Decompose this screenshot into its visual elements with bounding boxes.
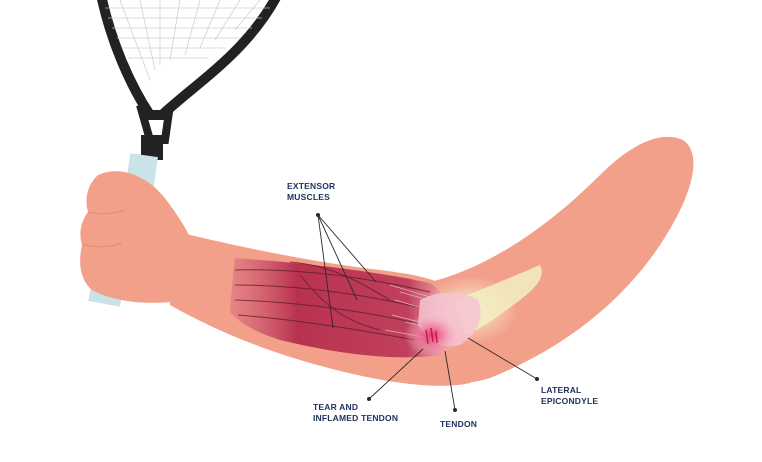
knuckle-lines <box>82 209 126 248</box>
tear-marks <box>425 327 438 345</box>
tendon-label: TENDON <box>440 419 477 430</box>
tear-label-line2: INFLAMED TENDON <box>313 413 399 423</box>
extensor-label-line1: EXTENSOR <box>287 181 336 191</box>
tendon-label-line1: TENDON <box>440 419 478 429</box>
tear-label-line1: TEAR AND <box>313 402 359 412</box>
epicondyle-label-line2: EPICONDYLE <box>541 396 599 406</box>
tennis-racket-icon <box>88 0 281 307</box>
leader-dots <box>316 213 539 412</box>
fist <box>80 171 202 303</box>
extensor-muscles-label: EXTENSOR MUSCLES <box>287 181 335 203</box>
leader-lines <box>317 214 538 411</box>
tear-label: TEAR AND INFLAMED TENDON <box>313 402 398 424</box>
epicondyle-label-line1: LATERAL <box>541 385 582 395</box>
epicondyle-label: LATERAL EPICONDYLE <box>541 385 598 407</box>
extensor-label-line2: MUSCLES <box>287 192 330 202</box>
